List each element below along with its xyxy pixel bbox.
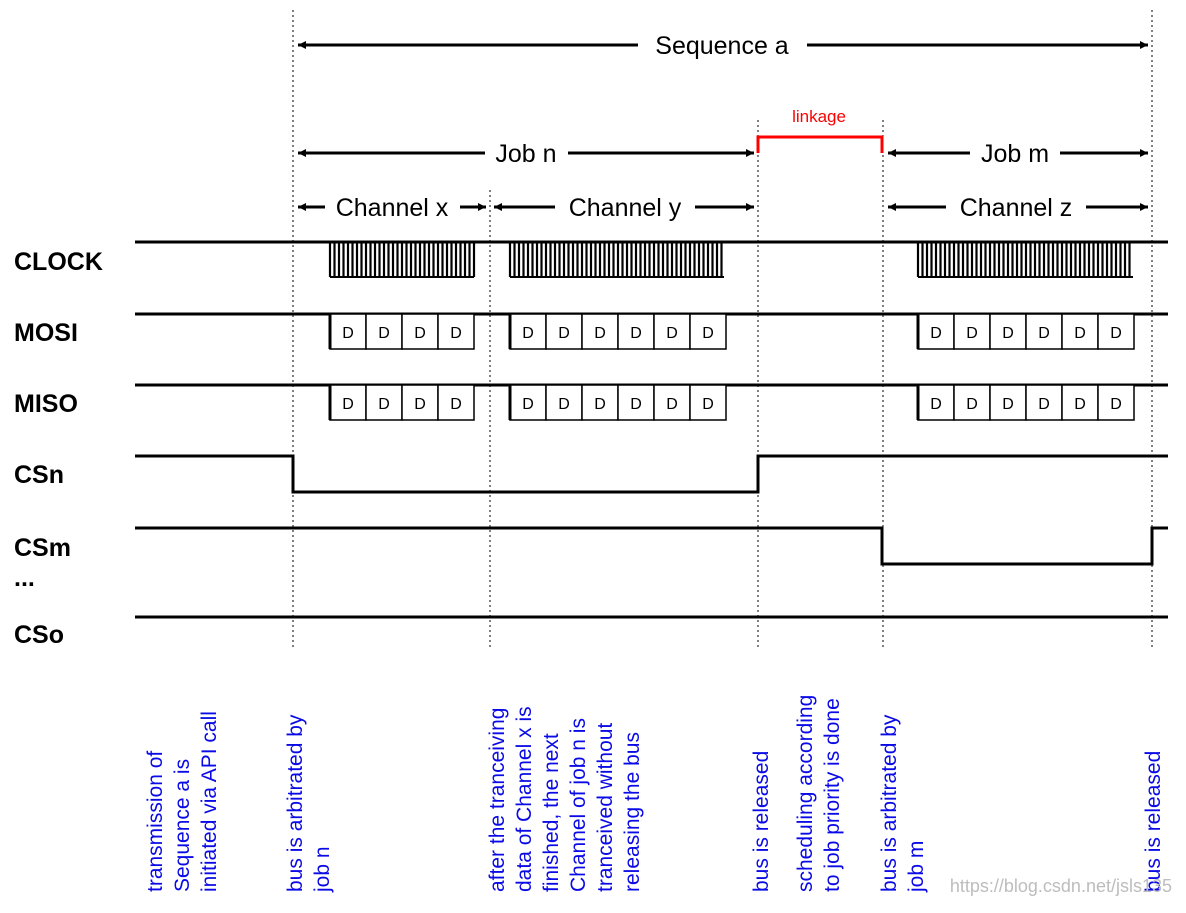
mosi-data-cell-label: D [966,325,978,342]
clock-bursts [328,242,1133,278]
watermark: https://blog.csdn.net/jsls135 [950,876,1172,896]
annotation-channel-switch: after the tranceiving data of Channel x … [486,701,644,892]
mosi-data-cell [329,313,367,350]
mosi-data-cell [437,313,475,350]
miso-data-cell-label: D [558,396,570,413]
mosi-data-cell-label: D [1110,325,1122,342]
mosi-data-cell-label: D [1002,325,1014,342]
mosi-data-cell-label: D [1038,325,1050,342]
linkage-bracket [756,135,884,153]
mosi-data-cell [509,313,547,350]
annotation-bus-released-n: bus is released [750,751,773,892]
miso-data-cell-label: D [414,396,426,413]
miso-data-cell-label: D [378,396,390,413]
mosi-data-cell-label: D [594,325,606,342]
miso-data-cell [1061,384,1099,421]
csn-waveform [135,454,1168,494]
mosi-data-cell [953,313,991,350]
signal-csm-label: CSm [14,534,71,562]
clock-burst-channel-z [916,242,1133,278]
miso-data-cell [689,384,727,421]
data-frames: D D D D D D D D D D D D D D D D D D D D D D D D D D D D D D D D [328,313,1135,421]
clock-burst-channel-y [508,242,724,278]
annotation-bus-released-m: bus is released [1142,751,1165,892]
miso-data-cell-label: D [666,396,678,413]
miso-data-cell [509,384,547,421]
miso-data-cell-label: D [594,396,606,413]
miso-data-cell [437,384,475,421]
job-n-label: Job n [495,140,556,168]
mosi-data-cell [581,313,619,350]
signal-clock-label: CLOCK [14,248,103,276]
channel-z-label: Channel z [960,194,1073,222]
linkage-label: linkage [792,107,846,126]
annotation-bus-arbitrated-m: bus is arbitrated by job m [878,709,928,893]
annotation-scheduling: scheduling according to job priority is … [794,689,844,892]
miso-data-cell-label: D [1074,396,1086,413]
miso-data-cell [917,384,955,421]
miso-data-cell-label: D [1002,396,1014,413]
miso-data-cell [401,384,439,421]
csm-waveform [135,526,1168,566]
miso-data-cell-label: D [342,396,354,413]
sequence-label: Sequence a [655,32,789,60]
miso-data-cell [581,384,619,421]
mosi-data-cell-label: D [378,325,390,342]
mosi-data-cell-label: D [630,325,642,342]
mosi-data-cell-label: D [414,325,426,342]
signal-csn-label: CSn [14,461,64,489]
miso-data-cell-label: D [966,396,978,413]
miso-data-cell [1025,384,1063,421]
signal-ellipsis: ... [14,564,35,592]
mosi-data-cell-label: D [522,325,534,342]
miso-data-cell-label: D [522,396,534,413]
waveforms [135,240,1168,619]
miso-data-cell-label: D [930,396,942,413]
clock-burst-channel-x [328,242,476,278]
annotation-bus-arbitrated-n: bus is arbitrated by job n [284,709,334,893]
miso-data-cell-label: D [702,396,714,413]
span-arrows [298,41,1148,211]
mosi-data-cell [401,313,439,350]
miso-data-cell [653,384,691,421]
miso-data-cell [365,384,403,421]
mosi-data-cell-label: D [558,325,570,342]
miso-data-cell-label: D [450,396,462,413]
job-m-label: Job m [981,140,1049,168]
miso-data-cell [545,384,583,421]
miso-data-cell [1097,384,1135,421]
mosi-data-cell [1025,313,1063,350]
mosi-data-cell [689,313,727,350]
miso-data-cell [329,384,367,421]
mosi-data-cell-label: D [702,325,714,342]
mosi-data-cell-label: D [930,325,942,342]
mosi-data-cell-label: D [342,325,354,342]
miso-data-cell [617,384,655,421]
mosi-data-cell-label: D [450,325,462,342]
annotation-sequence-initiated: transmission of Sequence a is initiated … [144,711,221,892]
mosi-data-cell-label: D [666,325,678,342]
miso-data-cell-label: D [1038,396,1050,413]
annotations: transmission of Sequence a is initiated … [144,689,1165,893]
signal-cso-label: CSo [14,621,64,649]
mosi-data-cell-label: D [1074,325,1086,342]
signal-miso-label: MISO [14,390,78,418]
mosi-data-cell [545,313,583,350]
channel-y-label: Channel y [569,194,682,222]
miso-data-cell [953,384,991,421]
signal-mosi-label: MOSI [14,319,78,347]
channel-x-label: Channel x [336,194,449,222]
miso-data-cell-label: D [1110,396,1122,413]
miso-data-cell-label: D [630,396,642,413]
mosi-data-cell [989,313,1027,350]
mosi-data-cell [1097,313,1135,350]
